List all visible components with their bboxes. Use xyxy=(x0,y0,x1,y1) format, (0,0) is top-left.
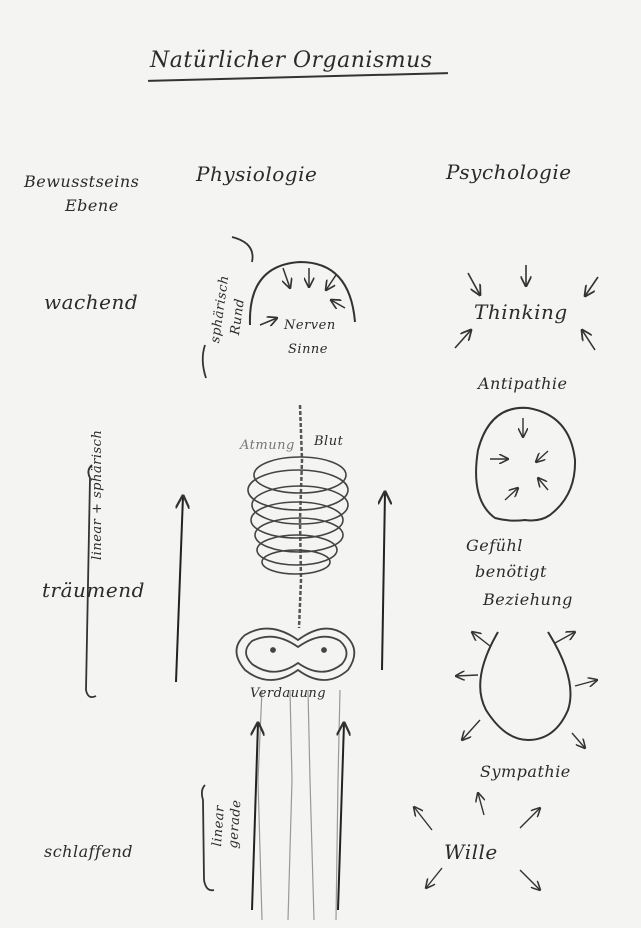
level-traeumend: träumend xyxy=(42,578,145,602)
label-wille: Wille xyxy=(444,840,498,864)
column-header-psychologie: Psychologie xyxy=(446,160,572,184)
label-linear-spherical: linear + sphärisch xyxy=(90,430,105,560)
label-sympathie: Sympathie xyxy=(480,762,571,781)
pelvis-organ xyxy=(237,629,355,680)
page-title: Natürlicher Organismus xyxy=(150,48,433,73)
arrow-left-middle xyxy=(176,496,183,682)
level-wachend: wachend xyxy=(44,290,138,314)
label-gefuehl-1: Gefühl xyxy=(466,536,523,555)
label-sinne: Sinne xyxy=(288,342,328,357)
head-hemisphere xyxy=(250,262,355,325)
label-linear: linear xyxy=(210,805,228,847)
label-atmung: Atmung xyxy=(240,438,295,453)
ribcage-spiral xyxy=(248,457,348,574)
spine xyxy=(299,405,302,628)
label-gefuehl-2: benötigt xyxy=(475,562,547,581)
label-blut: Blut xyxy=(314,434,343,449)
column-header-bewusstsein-1: Bewusstseins xyxy=(24,172,139,191)
arrow-left-lower xyxy=(252,723,258,910)
label-verdauung: Verdauung xyxy=(250,686,326,701)
bracket-spherical xyxy=(232,237,253,262)
sympathie-shape xyxy=(480,632,570,740)
arrow-right-middle xyxy=(382,492,385,670)
bracket-spherical-left xyxy=(203,345,206,378)
label-thinking: Thinking xyxy=(474,300,568,324)
antipathie-shape xyxy=(476,408,575,521)
legs xyxy=(258,690,340,920)
label-gefuehl-3: Beziehung xyxy=(483,590,573,609)
column-header-physiologie: Physiologie xyxy=(196,162,317,186)
label-nerven: Nerven xyxy=(284,318,336,333)
level-schlafend: schlaffend xyxy=(44,842,133,861)
label-antipathie: Antipathie xyxy=(478,374,568,393)
column-header-bewusstsein-2: Ebene xyxy=(65,196,119,215)
